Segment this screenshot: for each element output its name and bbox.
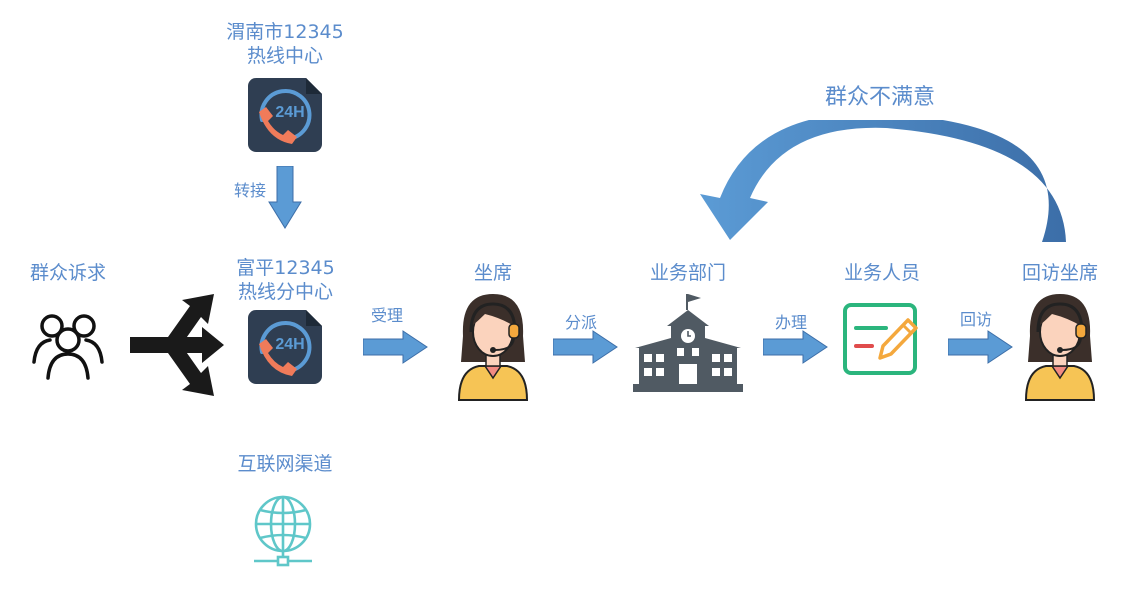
accept-label: 受理 — [370, 306, 403, 325]
fuping-hotline-label-line2: 热线分中心 — [237, 281, 333, 303]
agent-label: 坐席 — [473, 262, 512, 284]
accept-arrow — [363, 330, 429, 364]
handle-arrow — [763, 330, 829, 364]
handle-label: 办理 — [774, 313, 807, 332]
form-edit-pen-icon — [842, 302, 920, 376]
globe-network-icon — [250, 494, 316, 568]
hotline-phone-24h-icon: 24H — [248, 78, 322, 152]
school-building-icon — [633, 292, 743, 396]
weinan-hotline-label-line2: 热线中心 — [246, 45, 323, 67]
hotline-phone-24h-icon: 24H — [248, 310, 322, 384]
business-staff-label: 业务人员 — [843, 262, 920, 284]
callback-label: 回访 — [959, 310, 992, 329]
feedback-curved-arrow — [690, 120, 1080, 250]
agent-headset-icon — [1022, 290, 1098, 402]
weinan-hotline-label-line1: 渭南市12345 — [226, 21, 344, 43]
dispatch-arrow — [553, 330, 619, 364]
fuping-hotline-label-line1: 富平12345 — [236, 257, 335, 279]
internet-channel-label: 互联网渠道 — [237, 453, 333, 475]
split-arrow-icon — [130, 292, 242, 398]
transfer-arrow — [268, 166, 302, 230]
hotline-badge-text: 24H — [275, 104, 304, 121]
dispatch-label: 分派 — [564, 313, 597, 332]
hotline-badge-text: 24H — [275, 336, 304, 353]
dissatisfied-label: 群众不满意 — [824, 85, 935, 110]
agent-headset-icon — [455, 290, 531, 402]
callback-agent-label: 回访坐席 — [1021, 262, 1098, 284]
business-dept-label: 业务部门 — [649, 262, 726, 284]
fuping-hotline-label: 富平12345 热线分中心 — [203, 256, 368, 304]
weinan-hotline-label: 渭南市12345 热线中心 — [205, 20, 365, 68]
people-group-icon — [30, 310, 106, 380]
public-demand-label: 群众诉求 — [29, 262, 106, 284]
transfer-label: 转接 — [233, 181, 266, 200]
callback-arrow — [948, 330, 1014, 364]
